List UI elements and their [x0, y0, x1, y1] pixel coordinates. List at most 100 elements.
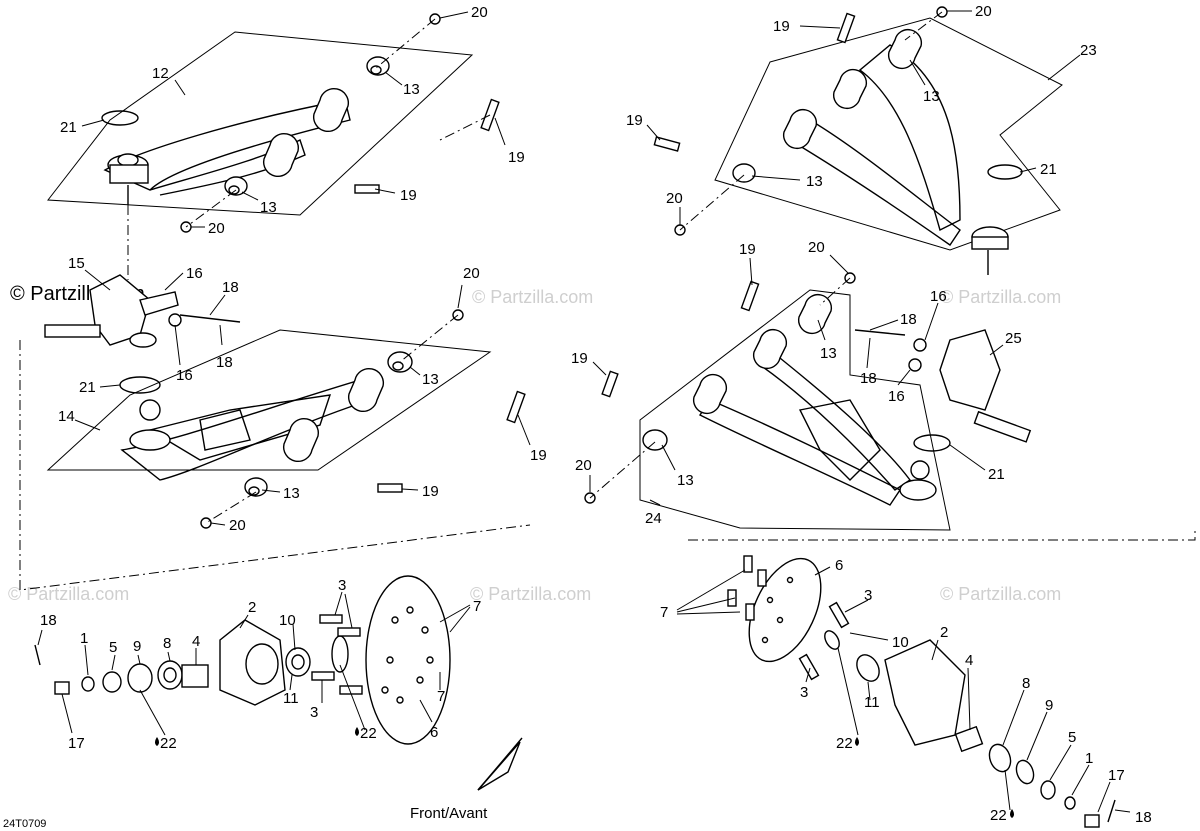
callout-41: 13: [677, 472, 694, 489]
callout-69: 8: [1022, 675, 1030, 692]
callout-42: 24: [645, 510, 662, 527]
callout-73: 17: [1108, 767, 1125, 784]
right-knuckle: [939, 329, 1001, 411]
callout-45: 5: [109, 639, 117, 656]
right-hub: [884, 639, 966, 746]
grease-drop-icon: [1010, 809, 1014, 818]
callout-55: 3: [310, 704, 318, 721]
callout-2: 12: [152, 65, 169, 82]
callout-27: 13: [806, 173, 823, 190]
callout-4: 21: [60, 119, 77, 136]
callout-64: 3: [800, 684, 808, 701]
callout-63: 10: [892, 634, 909, 651]
grease-drop-icons: [155, 727, 1014, 818]
grease-drop-icon: [855, 737, 859, 746]
callout-30: 19: [739, 241, 756, 258]
callout-61: 7: [660, 604, 668, 621]
left-hub-group: [34, 575, 451, 745]
left-upper-circlip: [101, 110, 139, 126]
callout-36: 18: [860, 370, 877, 387]
right-brake-disc: [748, 557, 822, 663]
callout-21: 20: [229, 517, 246, 534]
callout-51: 22: [160, 735, 177, 752]
grease-drop-icon: [155, 737, 159, 746]
callout-5: 19: [508, 149, 525, 166]
callout-58: 22: [360, 725, 377, 742]
callout-54: 3: [338, 577, 346, 594]
front-direction-arrow: [477, 737, 523, 791]
right-upper-arm-plate: [714, 17, 1063, 251]
callout-15: 21: [79, 379, 96, 396]
callout-22: 19: [773, 18, 790, 35]
callout-59: 6: [430, 724, 438, 741]
right-lower-a-arm-group: [584, 272, 1196, 541]
left-upper-arm-body: [103, 99, 351, 191]
callout-24: 23: [1080, 42, 1097, 59]
callout-39: 21: [988, 466, 1005, 483]
left-upper-arm-plate: [47, 31, 474, 216]
callout-52: 10: [279, 612, 296, 629]
callout-33: 18: [900, 311, 917, 328]
figure-code: 24T0709: [3, 818, 46, 830]
callout-18: 19: [530, 447, 547, 464]
callout-labels: 20 12 13 21 19 13 19 20 15 16 18 18 16 2…: [40, 3, 1152, 826]
right-lower-arm-plate: [639, 289, 951, 531]
right-hub-group: [727, 555, 1116, 828]
callout-17: 13: [422, 371, 439, 388]
callout-57: 7: [437, 688, 445, 705]
callout-35: 25: [1005, 330, 1022, 347]
callout-1: 20: [471, 4, 488, 21]
watermark-faint-1: © Partzilla.com: [472, 287, 593, 307]
callout-65: 11: [864, 694, 880, 711]
callout-leaders: [37, 10, 1131, 813]
callout-68: 4: [965, 652, 973, 669]
callout-40: 20: [575, 457, 592, 474]
callout-48: 4: [192, 633, 200, 650]
callout-50: 17: [68, 735, 85, 752]
left-brake-disc: [365, 575, 451, 745]
grease-drop-icon: [355, 727, 359, 736]
callout-29: 20: [666, 190, 683, 207]
callout-13: 16: [176, 367, 193, 384]
callout-49: 2: [248, 599, 256, 616]
callout-14: 20: [463, 265, 480, 282]
callout-70: 9: [1045, 697, 1053, 714]
callout-6: 13: [260, 199, 277, 216]
callout-53: 11: [283, 690, 299, 707]
callout-31: 20: [808, 239, 825, 256]
callout-37: 16: [888, 388, 905, 405]
callout-75: 18: [1135, 809, 1152, 826]
callout-47: 8: [163, 635, 171, 652]
callout-34: 16: [930, 288, 947, 305]
left-lower-a-arm-group: [19, 309, 531, 591]
callout-32: 13: [820, 345, 837, 362]
callout-12: 18: [216, 354, 233, 371]
callout-19: 13: [283, 485, 300, 502]
watermark-faint-4: © Partzilla.com: [470, 584, 591, 604]
callout-11: 18: [222, 279, 239, 296]
callout-43: 18: [40, 612, 57, 629]
watermark-faint-2: © Partzilla.com: [940, 287, 1061, 307]
callout-71: 5: [1068, 729, 1076, 746]
callout-9: 15: [68, 255, 85, 272]
left-lower-arm-plate: [46, 329, 492, 471]
left-hub: [219, 619, 286, 706]
left-knuckle-group: [44, 274, 241, 394]
right-knuckle-group: [854, 329, 1032, 452]
watermark-faint-5: © Partzilla.com: [940, 584, 1061, 604]
callout-7: 19: [400, 187, 417, 204]
callout-26: 19: [626, 112, 643, 129]
callout-20: 19: [422, 483, 439, 500]
callout-67: 2: [940, 624, 948, 641]
watermark-faint-3: © Partzilla.com: [8, 584, 129, 604]
callout-25: 13: [923, 88, 940, 105]
callout-56: 7: [473, 598, 481, 615]
callout-28: 21: [1040, 161, 1057, 178]
left-upper-a-arm-group: [47, 13, 500, 280]
callout-46: 9: [133, 638, 141, 655]
callout-62: 3: [864, 587, 872, 604]
callout-72: 1: [1085, 750, 1093, 767]
callout-23: 20: [975, 3, 992, 20]
right-upper-a-arm-group: [653, 6, 1063, 275]
